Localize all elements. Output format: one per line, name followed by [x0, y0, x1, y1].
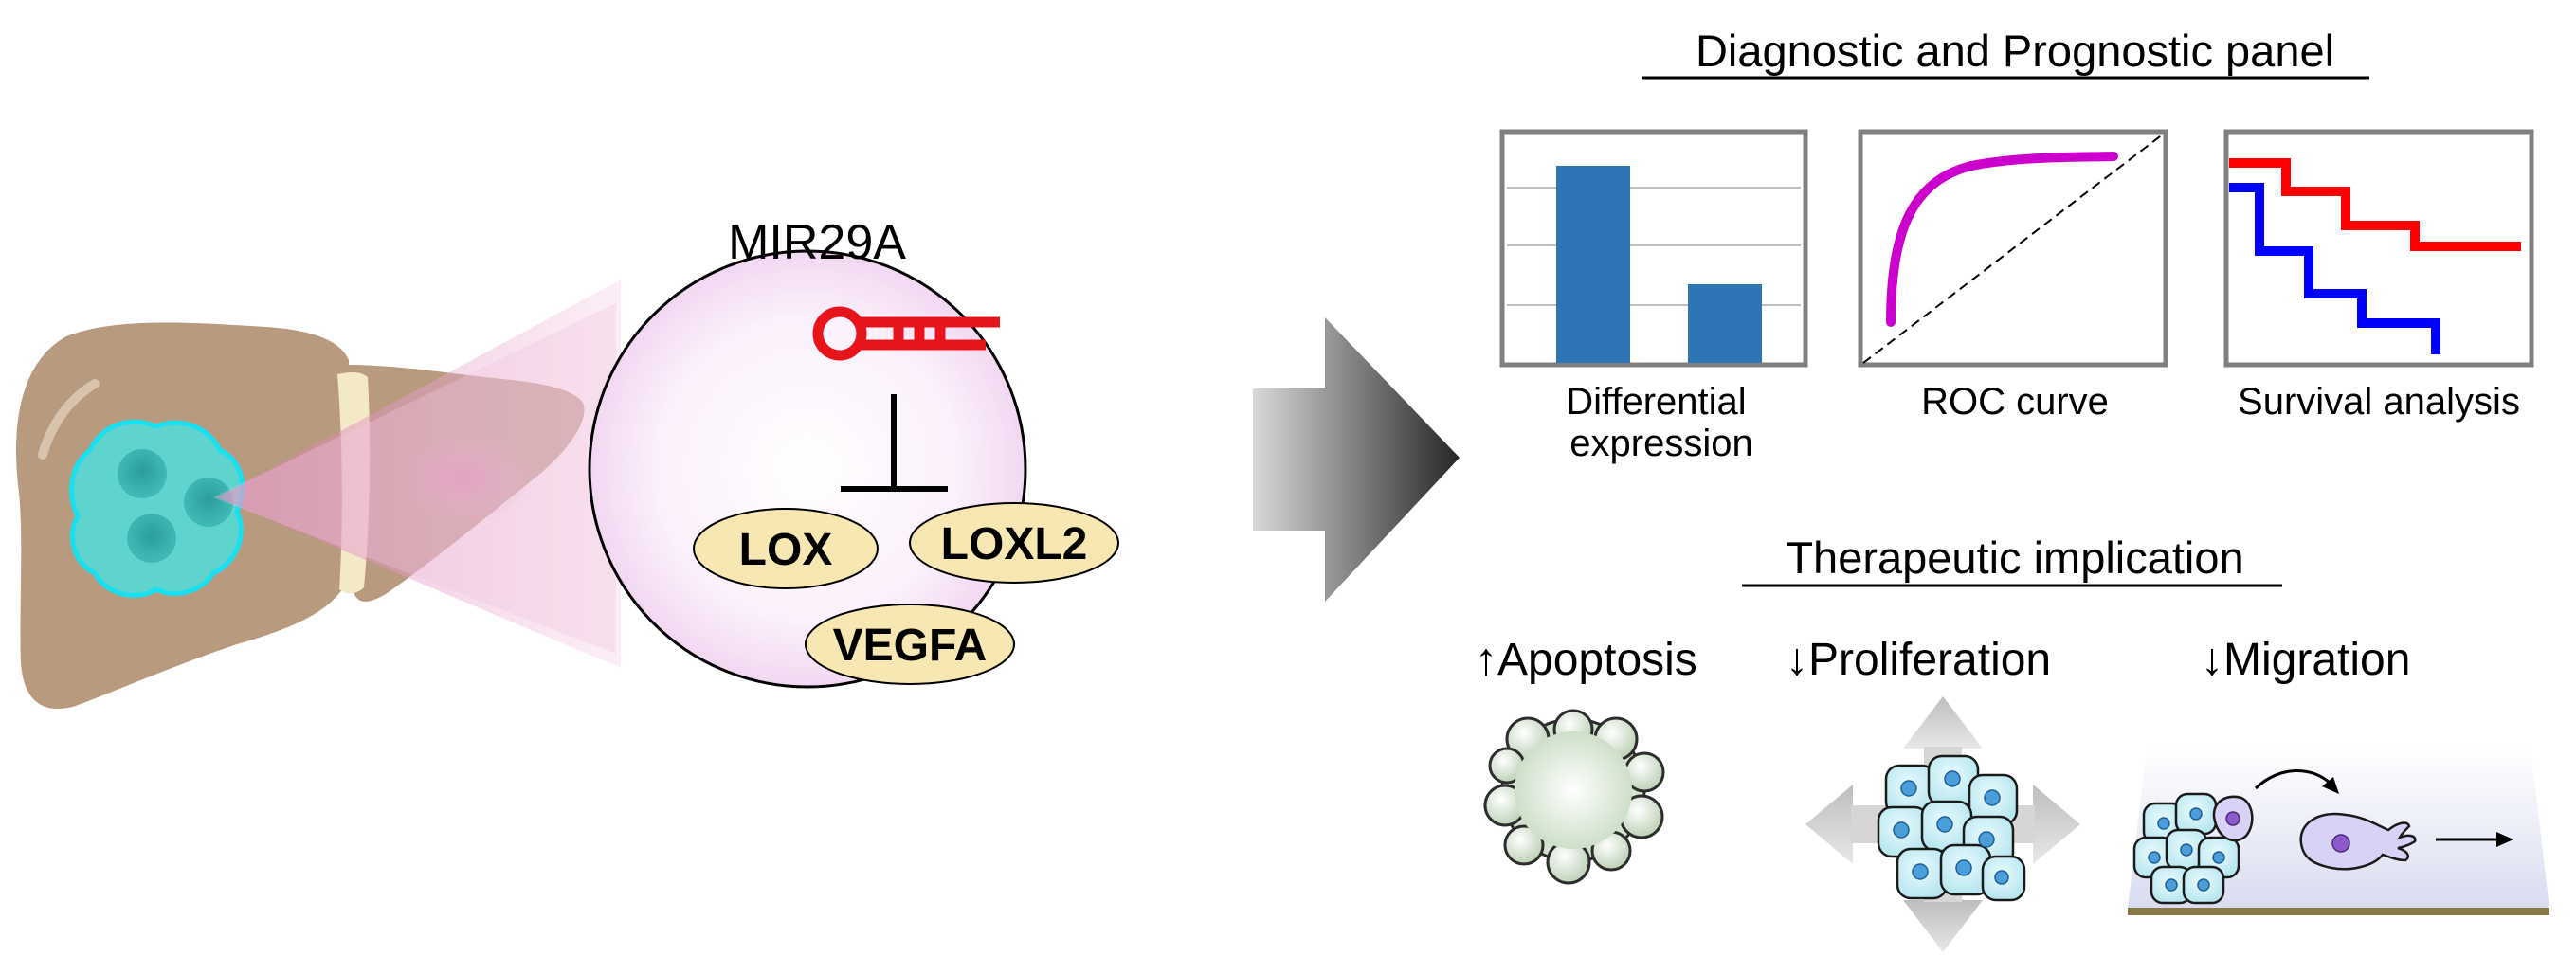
bar-low: [1688, 284, 1762, 363]
target-genes: LOX LOXL2 VEGFA: [693, 502, 1119, 685]
mirna-hairpin-icon: [812, 306, 1000, 361]
target-lox-label: LOX: [739, 525, 833, 575]
target-loxl2-label: LOXL2: [941, 519, 1088, 569]
therapeutic-title: Therapeutic implication: [1786, 532, 2243, 583]
liver-highlight: [38, 379, 100, 460]
mechanism-circle: MIR29A LOX LOXL2 VEGFA: [588, 215, 1119, 689]
roc-curve: [1886, 152, 2118, 327]
survival-low-line: [2229, 183, 2440, 354]
panel-label-line: expression: [1569, 423, 1752, 464]
diagnostic-panel: Diagnostic and Prognostic panel Differen…: [1499, 26, 2534, 464]
diagnostic-title: Diagnostic and Prognostic panel: [1696, 26, 2334, 76]
big-arrow: [1253, 317, 1460, 602]
mirna-label: MIR29A: [728, 215, 906, 270]
panel-label-survival: Survival analysis: [2238, 381, 2520, 423]
migration-curve-arrow: [2254, 769, 2333, 790]
inhibition-symbol: [841, 394, 948, 492]
survival-curve-icon: [2223, 129, 2534, 368]
effect-apoptosis: ↑Apoptosis: [1475, 635, 1697, 685]
panel-label-line: Differential: [1566, 381, 1746, 423]
effect-arrow-down: ↓: [1786, 635, 1808, 685]
effect-label: Proliferation: [1808, 635, 2051, 685]
effect-migration: ↓Migration: [2201, 635, 2410, 685]
therapeutic-panel: Therapeutic implication ↑Apoptosis ↓Prol…: [1475, 532, 2549, 952]
bar-high: [1556, 166, 1630, 363]
zoom-beam: [213, 280, 621, 668]
cell-cluster-icon: [1805, 696, 2080, 952]
roc-diagonal: [1862, 133, 2165, 364]
tumor-nodule: [184, 478, 233, 527]
target-vegfa: [805, 604, 1015, 685]
survival-high-line: [2229, 158, 2521, 251]
panel-label-roc: ROC curve: [1921, 381, 2109, 423]
effect-arrow-down: ↓: [2201, 635, 2223, 685]
tumor-nodule: [127, 514, 176, 563]
tumor-nodule: [118, 449, 167, 498]
migration-platform-base: [2128, 908, 2549, 915]
bar-chart-icon: [1499, 129, 1808, 368]
effect-arrow-up: ↑: [1475, 635, 1497, 685]
target-loxl2: [909, 502, 1119, 584]
target-lox: [693, 508, 879, 589]
tumor-icon: [69, 419, 245, 598]
effect-label: Apoptosis: [1497, 635, 1697, 685]
migrating-cell: [2299, 812, 2417, 871]
apoptotic-cell-icon: [1483, 709, 1665, 885]
effect-label: Migration: [2223, 635, 2410, 685]
target-vegfa-label: VEGFA: [833, 621, 988, 671]
panel-label-differential: Differential expression: [1566, 381, 1757, 464]
roc-curve-icon: [1858, 129, 2168, 368]
effect-proliferation: ↓Proliferation: [1786, 635, 2051, 685]
migrating-cell-icon: [2128, 749, 2549, 915]
